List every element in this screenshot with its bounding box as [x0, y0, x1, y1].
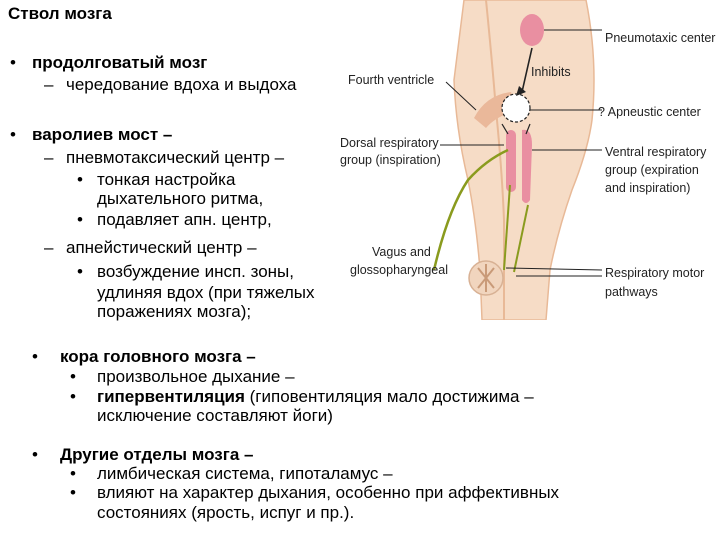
- pneumo-item: подавляет апн. центр,: [97, 210, 272, 229]
- pneumo-item: дыхательного ритма,: [97, 189, 264, 208]
- cortex-item-2: гипервентиляция (гиповентиляция мало дос…: [97, 387, 534, 406]
- cortex-item-2-cont: исключение составляют йоги): [97, 406, 333, 425]
- apneu-item: возбуждение инсп. зоны,: [97, 262, 294, 281]
- slide-title: Ствол мозга: [8, 4, 112, 23]
- brainstem-respiratory-diagram: Pneumotaxic center Inhibits Fourth ventr…: [336, 0, 720, 320]
- label-inhibits: Inhibits: [531, 65, 571, 79]
- apneustic-to-ventral: [525, 123, 531, 135]
- hyperventilation-term: гипервентиляция: [97, 387, 245, 406]
- apneustic-to-dorsal: [501, 123, 509, 135]
- pneumotaxic-center-shape: [520, 14, 544, 46]
- other-heading: Другие отделы мозга –: [60, 445, 254, 464]
- label-apneustic: ? Apneustic center: [598, 105, 701, 119]
- grey-matter: [477, 264, 495, 292]
- dash: –: [44, 148, 54, 167]
- dorsal-motor-pathway: [503, 184, 511, 271]
- apneustic-center-text: апнейстический центр –: [66, 238, 257, 257]
- bullet: •: [32, 445, 38, 464]
- dash: –: [44, 238, 54, 257]
- bullet: •: [77, 262, 83, 281]
- pneumo-item: тонкая настройка: [97, 170, 236, 189]
- bullet: •: [32, 347, 38, 366]
- bullet: •: [70, 483, 76, 502]
- dorsal-group-shape: [506, 130, 516, 192]
- pneumotaxic-center-text: пневмотаксический центр –: [66, 148, 285, 167]
- label-dorsal-1: Dorsal respiratory: [340, 136, 439, 150]
- label-dorsal-2: group (inspiration): [340, 153, 441, 167]
- apneu-item: удлиняя вдох (при тяжелых: [97, 283, 315, 302]
- dash: –: [44, 75, 54, 94]
- bullet: •: [70, 367, 76, 386]
- cortex-item: произвольное дыхание –: [97, 367, 295, 386]
- ventral-group-shape: [522, 129, 532, 203]
- ventral-motor-pathway: [513, 204, 529, 273]
- cortex-item-2-rest: (гиповентиляция мало достижима –: [244, 387, 534, 406]
- label-ventral-1: Ventral respiratory: [605, 145, 707, 159]
- arrowhead: [516, 86, 526, 96]
- bullet: •: [70, 387, 76, 406]
- medulla-item: чередование вдоха и выдоха: [66, 75, 297, 94]
- bullet: •: [77, 210, 83, 229]
- label-vagus-2: glossopharyngeal: [350, 263, 448, 277]
- label-vagus-1: Vagus and: [372, 245, 431, 259]
- label-pneumotaxic: Pneumotaxic center: [605, 31, 715, 45]
- label-motor-2: pathways: [605, 285, 658, 299]
- other-item-cont: состояниях (ярость, испуг и пр.).: [97, 503, 355, 522]
- label-ventral-2: group (expiration: [605, 163, 699, 177]
- vagus-nerve: [432, 148, 509, 271]
- leader-line: [445, 81, 477, 111]
- apneu-item: поражениях мозга);: [97, 302, 252, 321]
- other-item: лимбическая система, гипоталамус –: [97, 464, 393, 483]
- label-fourth-ventricle: Fourth ventricle: [348, 73, 434, 87]
- bullet: •: [10, 125, 16, 144]
- pons-heading: варолиев мост –: [32, 125, 173, 144]
- leader-line: [505, 267, 603, 271]
- label-ventral-3: and inspiration): [605, 181, 690, 195]
- bullet: •: [10, 53, 16, 72]
- inhibits-arrow: [521, 47, 533, 93]
- apneustic-center-shape: [501, 93, 531, 123]
- medulla-heading: продолговатый мозг: [32, 53, 208, 72]
- bullet: •: [70, 464, 76, 483]
- other-item: влияют на характер дыхания, особенно при…: [97, 483, 560, 502]
- bullet: •: [77, 170, 83, 189]
- cortex-heading: кора головного мозга –: [60, 347, 256, 366]
- label-motor-1: Respiratory motor: [605, 266, 704, 280]
